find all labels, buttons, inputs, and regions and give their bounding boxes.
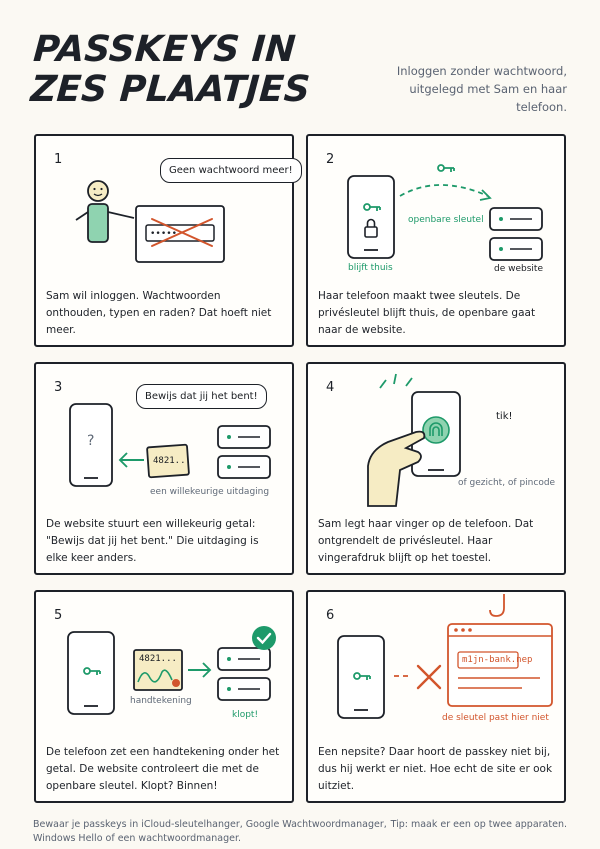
panel-5-illustration <box>67 626 276 715</box>
panel-5: 5 4821... handtekening klopt <box>34 590 294 803</box>
panel-3-illustration <box>69 403 271 487</box>
label-ok: klopt! <box>232 710 259 720</box>
label-stays-home: blijft thuis <box>348 263 393 273</box>
private-key-icon <box>363 203 381 211</box>
label-public-key: openbare sleutel <box>408 215 484 225</box>
page-subtitle: Inloggen zonder wachtwoord, uitgelegd me… <box>396 64 567 114</box>
cross-icon <box>416 664 442 690</box>
challenge-number: 4821... <box>139 654 177 664</box>
send-arrow <box>188 662 212 678</box>
public-key-icon <box>437 164 455 172</box>
panel-2-illustration <box>347 164 543 261</box>
server-icon <box>217 425 271 479</box>
label-website: de website <box>494 264 543 274</box>
panel-caption: De website stuurt een willekeurig getal:… <box>46 518 259 564</box>
phone-icon <box>67 631 115 715</box>
transfer-arrow <box>399 184 489 197</box>
lock-icon <box>364 218 378 238</box>
fake-url-text: m1jn-bank.nep <box>462 655 533 665</box>
fingerprint-icon <box>422 416 450 444</box>
panel-number: 2 <box>326 152 335 167</box>
footer-note: Bewaar je passkeys in iCloud-sleutelhang… <box>33 819 387 844</box>
phone-icon <box>69 403 113 487</box>
panel-2: 2 openbare sleutel blijft thuis <box>306 134 566 347</box>
speech-bubble: Geen wachtwoord meer! <box>160 158 302 183</box>
label-tik: tik! <box>496 411 513 422</box>
fishing-hook-icon <box>489 594 505 617</box>
private-key-icon <box>83 667 101 675</box>
phone-question-mark: ? <box>87 433 95 449</box>
panel-4-illustration <box>367 373 461 507</box>
signed-note <box>133 649 183 691</box>
panel-6-illustration <box>337 594 553 719</box>
label-challenge: een willekeurige uitdaging <box>150 487 270 497</box>
challenge-number: 4821... <box>153 456 191 466</box>
panel-number: 3 <box>54 380 63 395</box>
incoming-arrow <box>118 452 144 468</box>
footer-tip: Tip: maak er een op twee apparaten. <box>390 819 567 830</box>
speech-bubble: Bewijs dat jij het bent! <box>136 384 267 409</box>
phone-icon <box>347 175 395 259</box>
hand-icon <box>367 430 426 507</box>
page-title: Passkeys in zes plaatjes <box>29 29 312 110</box>
check-icon <box>252 626 276 650</box>
label-alternative-unlock: of gezicht, of pincode <box>458 478 556 488</box>
challenge-note <box>146 443 190 479</box>
panel-number: 1 <box>54 152 63 167</box>
panel-number: 4 <box>326 380 335 395</box>
fake-website-icon <box>447 623 553 707</box>
server-icon <box>217 647 271 701</box>
panel-caption: Sam legt haar vinger op de telefoon. Dat… <box>318 518 534 564</box>
panel-number: 5 <box>54 608 63 623</box>
sam-figure <box>75 180 135 243</box>
panel-1-illustration: ••••• <box>75 180 225 263</box>
label-signature: handtekening <box>130 696 192 706</box>
panel-number: 6 <box>326 608 335 623</box>
panel-caption: De telefoon zet een handtekening onder h… <box>46 746 280 792</box>
panel-caption: Sam wil inloggen. Wachtwoorden onthouden… <box>46 290 272 336</box>
panel-1: 1 ••••• Geen wachtwoord meer! Sam wil in… <box>34 134 302 347</box>
panel-4: 4 tik! of gezicht, of pincode Sam legt h… <box>306 362 566 575</box>
server-icon <box>489 207 543 261</box>
tap-lines <box>379 373 413 389</box>
panel-caption: Haar telefoon maakt twee sleutels. De pr… <box>318 290 536 336</box>
password-field-text: ••••• <box>150 229 177 239</box>
panel-3: 3 ? 4821... Bewijs dat jij het bent! een… <box>34 362 294 575</box>
private-key-icon <box>353 672 371 680</box>
panel-caption: Een nepsite? Daar hoort de passkey niet … <box>318 746 553 792</box>
panel-6: 6 m1jn-bank.nep de sleutel past hier <box>306 590 566 803</box>
phone-icon <box>337 635 385 719</box>
laptop-icon <box>135 205 225 263</box>
label-key-does-not-fit: de sleutel past hier niet <box>442 713 549 723</box>
